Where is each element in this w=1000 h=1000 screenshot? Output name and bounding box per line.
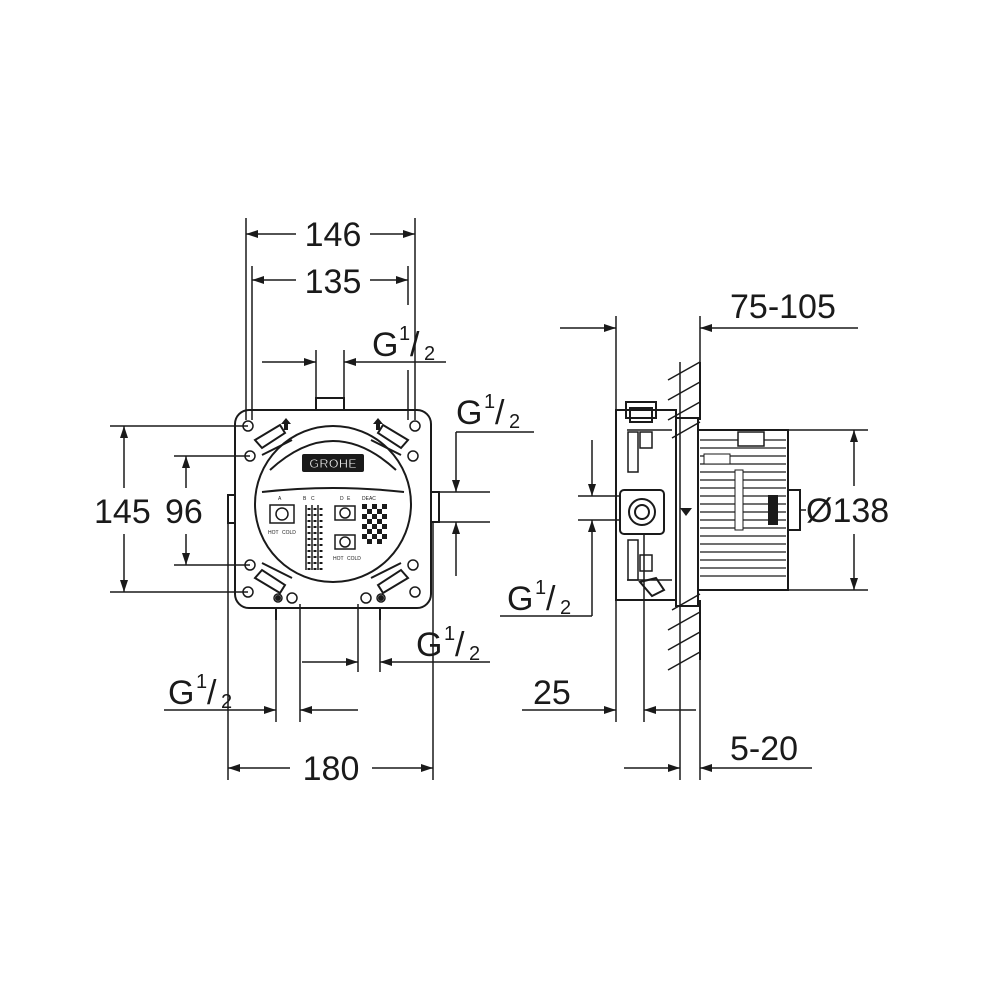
housing-plate — [234, 409, 432, 609]
svg-text:/: / — [495, 394, 505, 432]
svg-text:1: 1 — [444, 623, 455, 645]
dim-146: 146 — [305, 216, 362, 254]
dim-25: 25 — [533, 674, 571, 712]
svg-text:A: A — [278, 496, 282, 502]
svg-text:2: 2 — [509, 411, 520, 433]
left-nub — [227, 494, 236, 524]
svg-text:HOT: HOT — [268, 530, 279, 536]
dim-180: 180 — [303, 750, 360, 788]
svg-text:COLD: COLD — [347, 556, 361, 562]
svg-text:2: 2 — [424, 343, 435, 365]
svg-text:1: 1 — [484, 391, 495, 413]
thread-label-side: G 1 / 2 — [507, 577, 571, 619]
top-inlet-nipple — [315, 397, 345, 411]
svg-text:G: G — [416, 626, 442, 664]
svg-text:2: 2 — [469, 643, 480, 665]
svg-text:/: / — [455, 626, 465, 664]
front-view: GROHE — [94, 216, 534, 788]
svg-text:HOT: HOT — [333, 556, 344, 562]
dim-145: 145 — [94, 493, 151, 531]
svg-text:GROHE: GROHE — [309, 456, 357, 471]
svg-text:1: 1 — [399, 323, 410, 345]
svg-text:COLD: COLD — [282, 530, 296, 536]
svg-text:/: / — [207, 674, 217, 712]
dim-135: 135 — [305, 263, 362, 301]
svg-text:G: G — [456, 394, 482, 432]
dim-diameter-138: Ø138 — [806, 492, 889, 530]
svg-text:D: D — [340, 496, 344, 502]
svg-text:G: G — [372, 326, 398, 364]
svg-text:B: B — [303, 496, 307, 502]
panel-divider — [261, 487, 405, 493]
grohe-logo: GROHE — [302, 454, 364, 472]
dim-96: 96 — [165, 493, 203, 531]
valve-body-circle — [254, 425, 412, 583]
side-inlet-fitting — [619, 489, 665, 535]
right-inlet-nipple — [430, 491, 440, 523]
side-view: 75-105 Ø138 G 1 / 2 25 5-20 — [500, 288, 889, 780]
dim-5-20: 5-20 — [730, 730, 798, 768]
svg-text:E: E — [347, 496, 351, 502]
svg-text:1: 1 — [196, 671, 207, 693]
svg-text:1: 1 — [535, 577, 546, 599]
svg-text:C: C — [311, 496, 315, 502]
function-diagram: A B C D E DEAC HOT COLD HOT COLD — [268, 496, 387, 570]
dim-75-105: 75-105 — [730, 288, 836, 326]
wall-hatching — [667, 361, 701, 780]
svg-text:G: G — [168, 674, 194, 712]
thread-label-bottom-right: G 1 / 2 — [416, 623, 480, 665]
thread-label-top: G 1 / 2 — [372, 323, 435, 365]
svg-text:DEAC: DEAC — [362, 496, 376, 502]
svg-text:G: G — [507, 580, 533, 618]
thread-label-right: G 1 / 2 — [456, 391, 520, 433]
svg-text:2: 2 — [560, 597, 571, 619]
svg-text:/: / — [546, 580, 556, 618]
svg-text:/: / — [410, 326, 420, 364]
thread-label-bottom-left: G 1 / 2 — [168, 671, 232, 713]
svg-text:2: 2 — [221, 691, 232, 713]
